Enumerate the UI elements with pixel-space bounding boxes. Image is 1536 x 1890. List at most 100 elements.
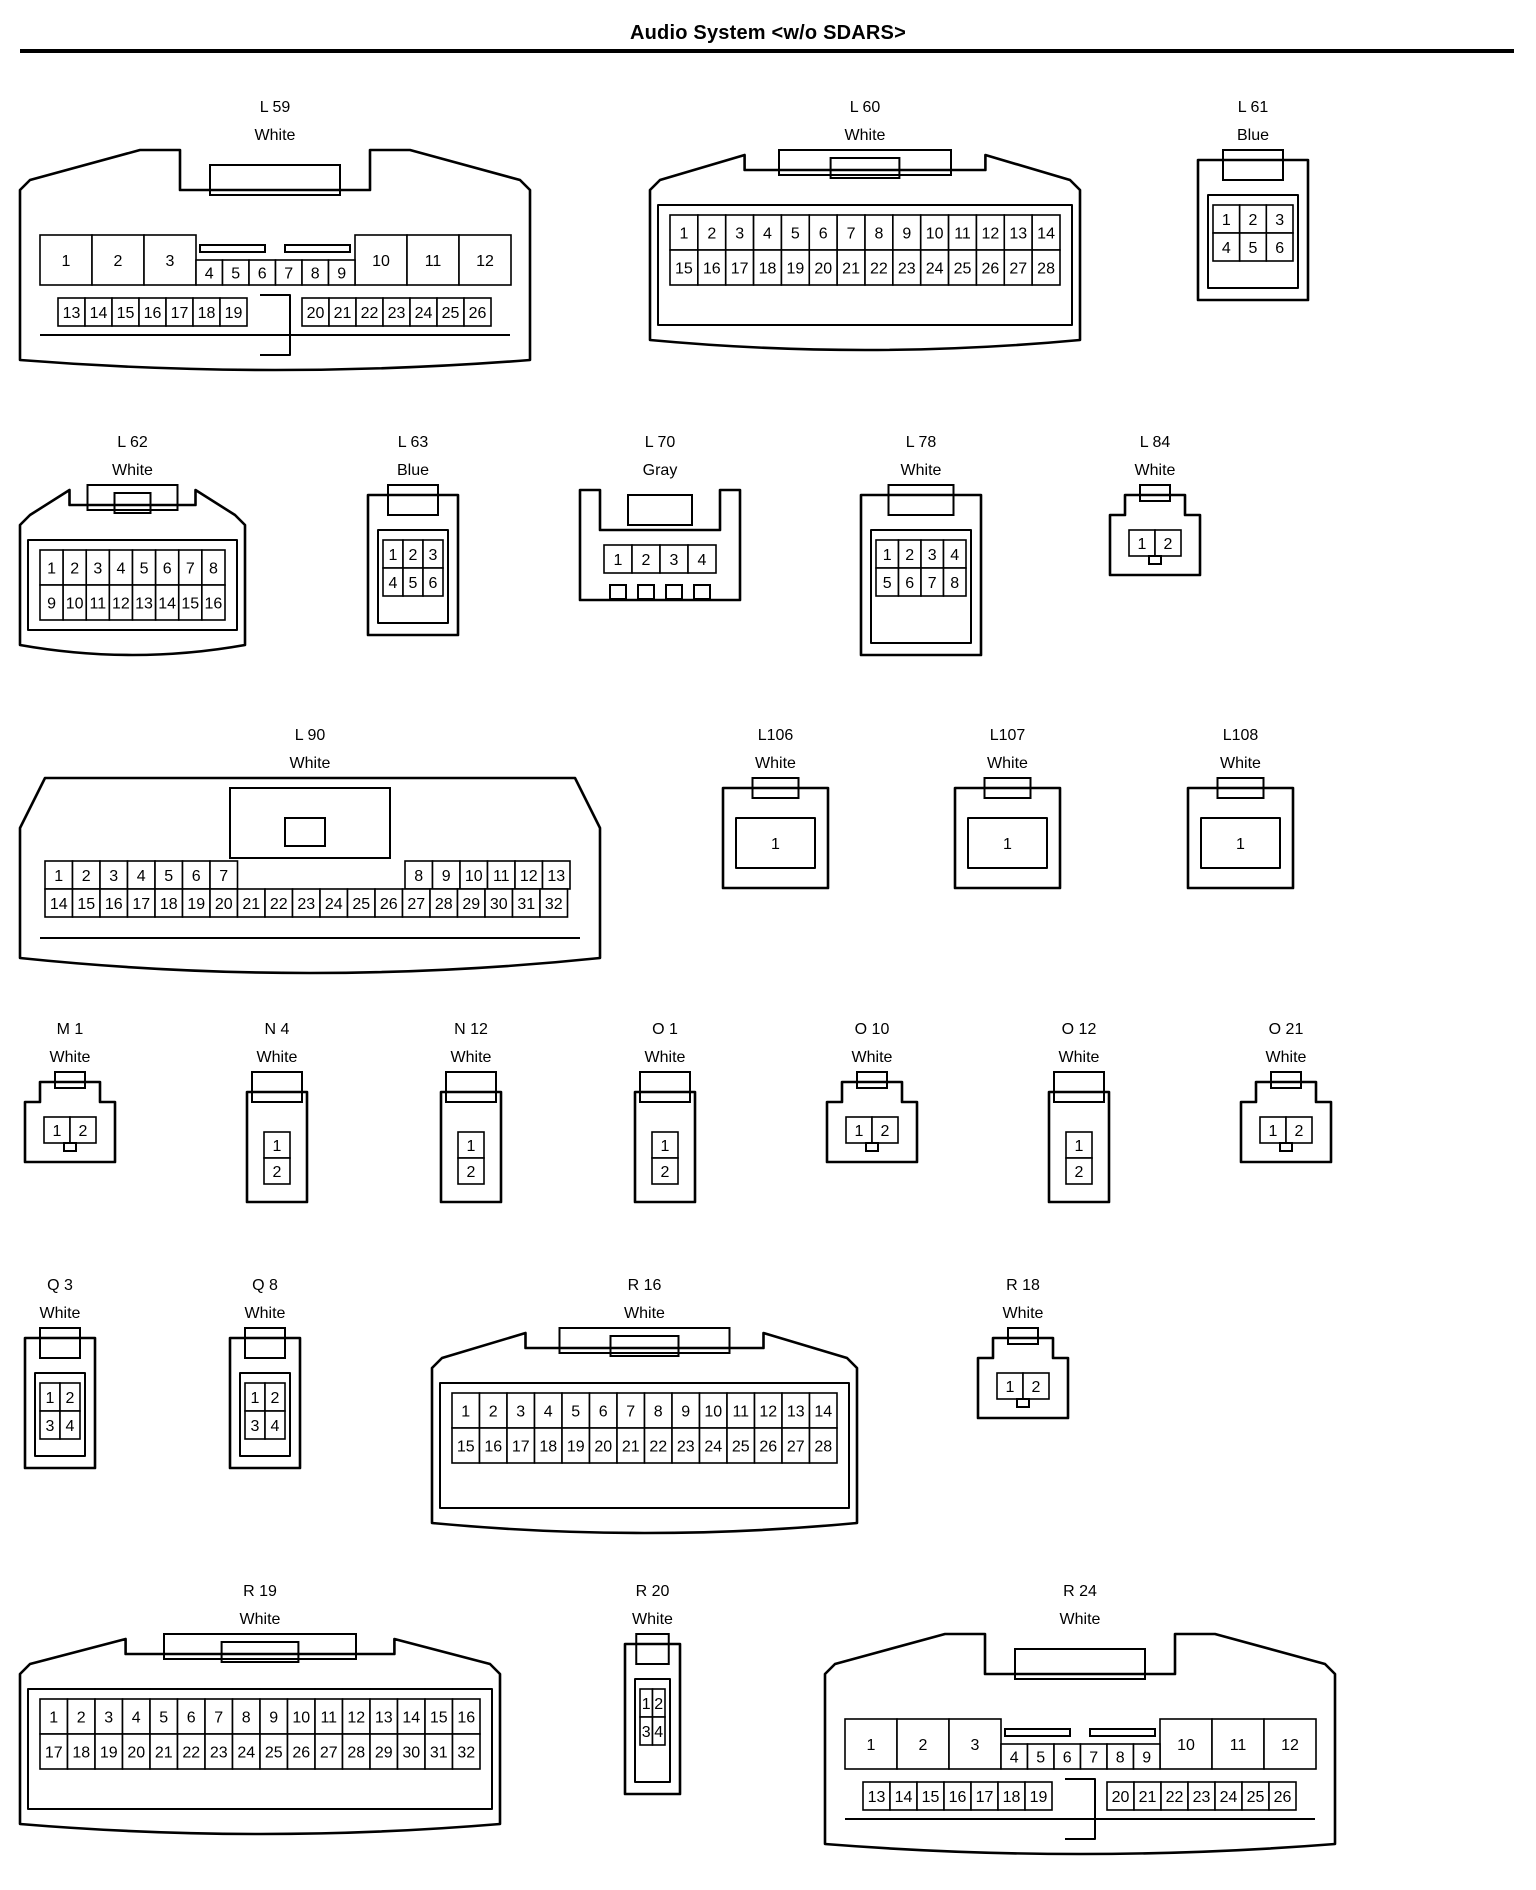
pin-cell — [422, 567, 444, 597]
pin-number: 1 — [1138, 536, 1147, 553]
pin-number: 19 — [567, 1439, 585, 1456]
pin-number: 1 — [389, 547, 398, 564]
pin-cell — [404, 860, 434, 890]
pin-cell — [91, 234, 145, 286]
pin-number: 30 — [490, 896, 508, 913]
connector-code: L 62 — [117, 434, 148, 451]
connector-code: R 20 — [636, 1583, 670, 1600]
pin-cell — [997, 1781, 1026, 1811]
pin-cell — [844, 1718, 898, 1770]
pin-number: 22 — [182, 1745, 200, 1762]
pin-cell — [1263, 1718, 1317, 1770]
connector-color: White — [1135, 462, 1176, 479]
pin-number: 15 — [117, 305, 135, 322]
pin-number: 1 — [1003, 836, 1012, 853]
pin-number: 7 — [928, 575, 937, 592]
pin-number: 28 — [435, 896, 453, 913]
pin-number: 11 — [1230, 1737, 1247, 1754]
pin-number: 2 — [77, 1710, 86, 1727]
housing-outline — [859, 493, 983, 657]
pin-number: 2 — [661, 1164, 670, 1181]
connector-color: White — [901, 462, 942, 479]
pin-number: 3 — [928, 547, 937, 564]
pin-number: 9 — [681, 1404, 690, 1421]
pin-number: 6 — [819, 226, 828, 243]
pin-number: 10 — [372, 253, 390, 270]
pin-cell — [1268, 1781, 1297, 1811]
housing-outline — [648, 153, 1082, 352]
pin-number: 2 — [654, 1696, 663, 1713]
pin-cell — [486, 860, 516, 890]
pin-cell — [456, 888, 486, 918]
housing-outline — [27, 539, 238, 631]
pin-number: 28 — [1037, 261, 1055, 278]
pin-cell — [659, 544, 689, 574]
pin-number: 3 — [104, 1710, 113, 1727]
pin-number: 1 — [467, 1138, 476, 1155]
pin-number: 2 — [1295, 1123, 1304, 1140]
pin-number: 29 — [375, 1745, 393, 1762]
connector-code: L 84 — [1140, 434, 1171, 451]
pin-number: 14 — [90, 305, 108, 322]
pin-number: 3 — [251, 1418, 260, 1435]
pin-number: 18 — [539, 1439, 557, 1456]
pin-cell — [808, 249, 838, 286]
pin-number: 9 — [902, 226, 911, 243]
pin-number: 5 — [231, 266, 240, 283]
connector-code: R 24 — [1063, 1583, 1097, 1600]
housing-outline — [366, 493, 460, 637]
pin-cell — [263, 1157, 291, 1185]
pin-number: 8 — [654, 1404, 663, 1421]
pin-number: 3 — [670, 552, 679, 569]
pin-number: 2 — [489, 1404, 498, 1421]
pin-number: 27 — [1009, 261, 1027, 278]
connector-code: O 10 — [855, 1021, 890, 1038]
pin-number: 2 — [1164, 536, 1173, 553]
pin-number: 4 — [205, 266, 214, 283]
pin-number: 31 — [430, 1745, 448, 1762]
housing-outline — [633, 1090, 697, 1204]
pin-number: 15 — [181, 596, 199, 613]
connector-code: O 1 — [652, 1021, 678, 1038]
pin-number: 2 — [467, 1164, 476, 1181]
connector-code: R 19 — [243, 1583, 277, 1600]
pin-number: 6 — [1275, 240, 1284, 257]
pin-cell — [506, 1427, 536, 1464]
connector-code: R 18 — [1006, 1277, 1040, 1294]
pin-number: 8 — [242, 1710, 251, 1727]
pin-cell — [947, 249, 978, 286]
pin-number: 7 — [186, 561, 195, 578]
pin-cell — [1003, 214, 1033, 251]
pin-cell — [149, 1698, 179, 1735]
pin-cell — [301, 259, 330, 286]
pin-number: 24 — [1220, 1789, 1238, 1806]
housing-outline — [23, 1080, 117, 1164]
connector-code: N 12 — [454, 1021, 488, 1038]
pin-cell — [286, 1698, 316, 1735]
pin-number: 13 — [547, 868, 565, 885]
pin-cell — [1031, 249, 1061, 286]
connector-code: R 16 — [628, 1277, 662, 1294]
pin-cell — [341, 1733, 371, 1770]
housing-outline — [735, 817, 816, 869]
pin-cell — [697, 249, 727, 286]
pin-number: 24 — [926, 261, 944, 278]
pin-number: 6 — [258, 266, 267, 283]
pin-number: 23 — [388, 305, 406, 322]
pin-number: 12 — [476, 253, 494, 270]
connector-color: White — [755, 755, 796, 772]
pin-number: 14 — [895, 1789, 913, 1806]
pin-number: 9 — [1142, 1750, 1151, 1767]
pin-number: 3 — [429, 547, 438, 564]
pin-cell — [697, 214, 727, 251]
pin-number: 5 — [571, 1404, 580, 1421]
pin-number: 14 — [402, 1710, 420, 1727]
connector-color: White — [1059, 1049, 1100, 1066]
pin-number: 2 — [1249, 212, 1258, 229]
pin-cell — [780, 249, 811, 286]
pin-number: 19 — [187, 896, 205, 913]
